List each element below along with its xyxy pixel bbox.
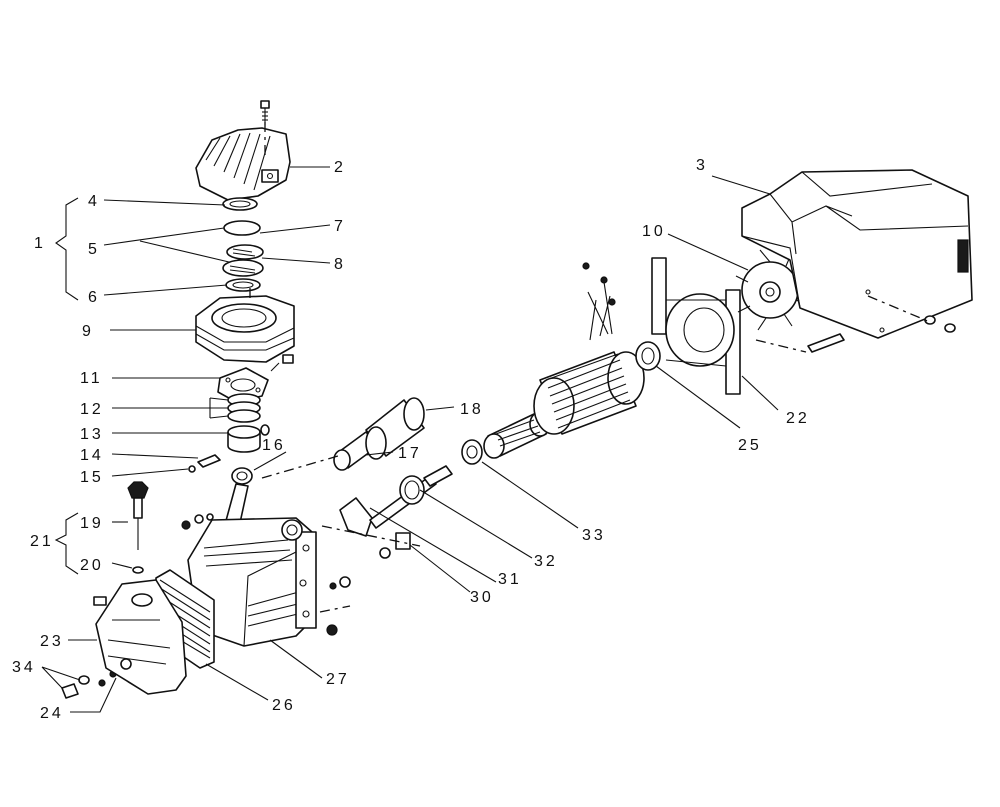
callout-25: 25: [738, 437, 762, 454]
callout-16: 16: [262, 437, 286, 454]
callout-3: 3: [696, 157, 708, 174]
callout-30: 30: [470, 589, 494, 606]
callout-4: 4: [88, 193, 100, 210]
small-fittings: [98, 513, 411, 687]
callout-21: 21: [30, 533, 54, 550]
callout-2: 2: [334, 159, 346, 176]
crankshaft-31: [339, 465, 453, 537]
callout-19: 19: [80, 515, 104, 532]
callout-22: 22: [786, 410, 810, 427]
callout-1: 1: [34, 235, 46, 252]
callout-31: 31: [498, 571, 522, 588]
gasket-11: [217, 367, 269, 403]
callout-8: 8: [334, 256, 346, 273]
valve-plate-stack: [222, 197, 264, 292]
callout-6: 6: [88, 289, 100, 306]
callout-34: 34: [12, 659, 36, 676]
callout-27: 27: [326, 671, 350, 688]
callout-23: 23: [40, 633, 64, 650]
capacitor-18: [365, 397, 425, 460]
callout-12: 12: [80, 401, 104, 418]
end-cover-23: [93, 579, 187, 695]
wrist-pin-14: [188, 454, 221, 473]
center-lines: [249, 122, 931, 613]
cylinder-9: [195, 295, 295, 363]
drain-plug-24: [61, 675, 90, 699]
callout-13: 13: [80, 426, 104, 443]
callout-11: 11: [80, 370, 103, 387]
shroud-3: [741, 169, 973, 339]
callout-18: 18: [460, 401, 484, 418]
callout-24: 24: [40, 705, 64, 722]
fan-10: [735, 249, 811, 331]
dipstick-21: [127, 481, 149, 574]
crankcase-27: [187, 517, 317, 647]
callout-26: 26: [272, 697, 296, 714]
bolt-top: [260, 100, 270, 125]
piston-13: [227, 424, 270, 453]
callout-15: 15: [80, 469, 104, 486]
bearing-33: [461, 439, 483, 465]
screw-9: [270, 354, 294, 372]
callout-32: 32: [534, 553, 558, 570]
callout-9: 9: [82, 323, 94, 340]
leader-lines: [41, 166, 779, 713]
callout-7: 7: [334, 218, 346, 235]
callout-labels: 1 2 3 4 5 6 7 8 9 10 11 12 13 14 15 16 1…: [12, 157, 810, 722]
callout-10: 10: [642, 223, 666, 240]
callout-20: 20: [80, 557, 104, 574]
callout-17: 17: [398, 445, 422, 462]
callout-5: 5: [88, 241, 100, 258]
motor-end-bell-22: [651, 257, 741, 395]
callout-14: 14: [80, 447, 104, 464]
piston-rings-12: [227, 393, 261, 423]
bearing-25: [635, 341, 661, 371]
cylinder-head-cover: [195, 127, 291, 201]
callout-33: 33: [582, 527, 606, 544]
stator: [533, 262, 645, 435]
